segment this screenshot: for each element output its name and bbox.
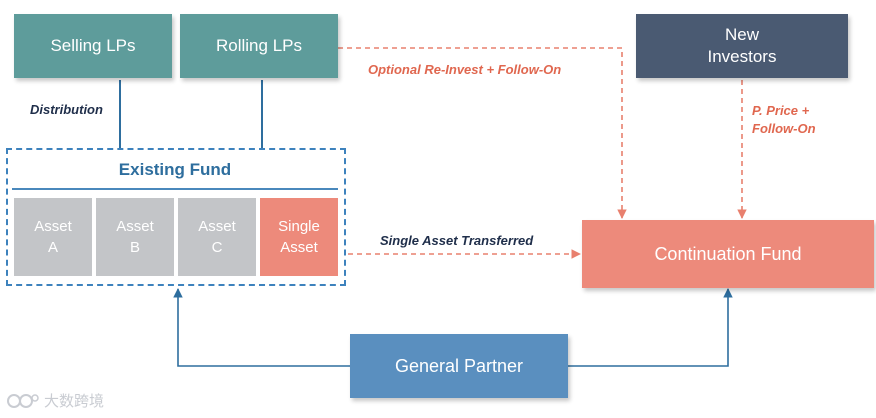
gp-to-existing-fund-arrow <box>173 288 350 367</box>
asset-b-line2: B <box>129 239 140 256</box>
price-followon-line1: P. Price + <box>752 103 810 118</box>
selling-lps-label: Selling LPs <box>50 36 136 55</box>
asset-c-box: Asset C <box>178 198 256 276</box>
general-partner-label: General Partner <box>394 355 524 376</box>
rolling-lps-box: Rolling LPs <box>180 14 338 78</box>
asset-a-box: Asset A <box>14 198 92 276</box>
single-asset-line2: Asset <box>280 239 318 256</box>
rolling-lps-label: Rolling LPs <box>216 36 302 55</box>
watermark: 大数跨境 <box>6 390 104 411</box>
new-investors-box: New Investors <box>636 14 848 78</box>
new-investors-line2: Investors <box>707 47 777 66</box>
new-investors-line1: New <box>724 25 759 44</box>
reinvest-arrow <box>338 47 627 219</box>
single-asset-line1: Single <box>278 218 320 235</box>
asset-b-line1: Asset <box>116 218 154 235</box>
asset-b-box: Asset B <box>96 198 174 276</box>
distribution-label: Distribution <box>30 102 103 117</box>
price-followon-label: P. Price + Follow-On <box>752 102 816 138</box>
reinvest-label: Optional Re-Invest + Follow-On <box>368 62 562 77</box>
selling-lps-box: Selling LPs <box>14 14 172 78</box>
gp-to-continuation-fund-arrow <box>568 288 733 367</box>
single-asset-box: Single Asset <box>260 198 338 276</box>
watermark-text: 大数跨境 <box>44 393 105 410</box>
continuation-fund-box: Continuation Fund <box>582 220 874 288</box>
existing-fund-title: Existing Fund <box>118 160 232 179</box>
asset-a-line2: A <box>47 239 58 256</box>
asset-c-line2: C <box>211 239 223 256</box>
asset-a-line1: Asset <box>34 218 72 235</box>
existing-fund-divider <box>12 188 338 190</box>
existing-fund-border <box>6 148 346 286</box>
single-asset-transferred-label: Single Asset Transferred <box>380 233 534 248</box>
asset-c-line1: Asset <box>198 218 236 235</box>
price-followon-line2: Follow-On <box>752 121 816 136</box>
watermark-logo-icon <box>7 393 39 408</box>
continuation-fund-label: Continuation Fund <box>654 243 802 264</box>
general-partner-box: General Partner <box>350 334 568 398</box>
